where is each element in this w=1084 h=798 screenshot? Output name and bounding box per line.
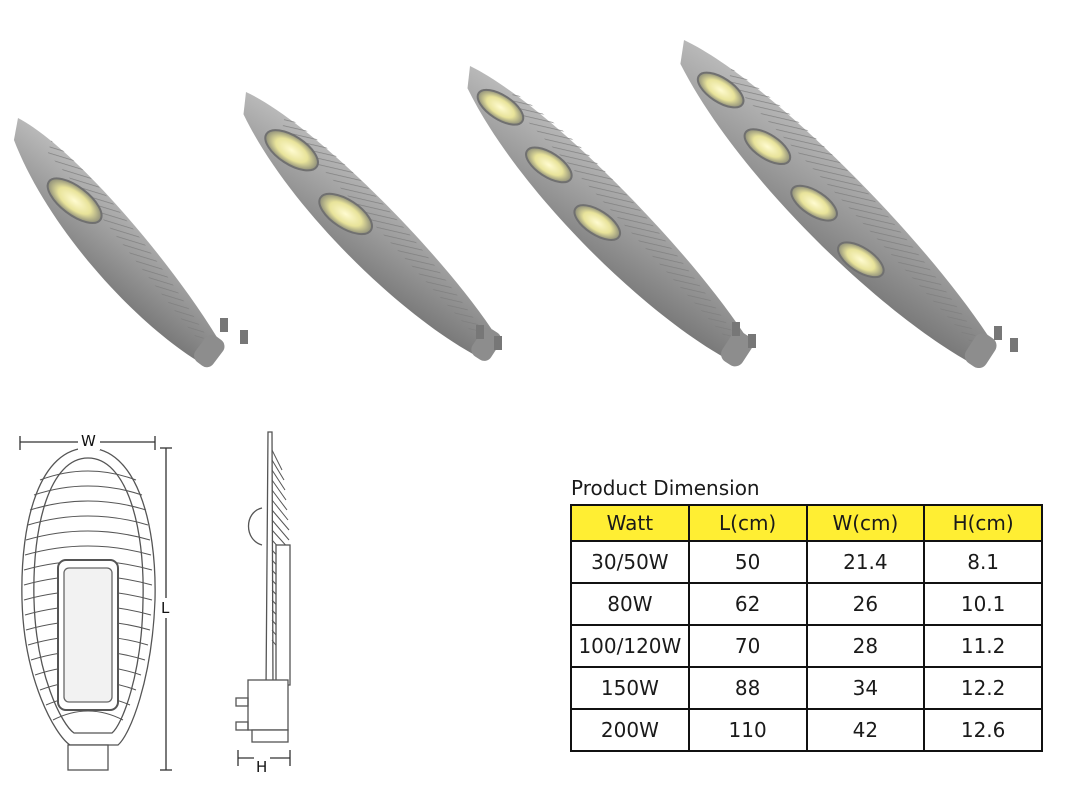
table-cell: 62 xyxy=(687,582,808,626)
table-cell: 10.1 xyxy=(923,582,1043,626)
table-cell: 80W xyxy=(570,582,690,626)
length-dimension-label: L xyxy=(161,599,170,617)
table-caption: Product Dimension xyxy=(571,476,760,500)
mount-bolt-icon xyxy=(748,334,756,348)
column-header-watt: Watt xyxy=(570,504,690,542)
street-light-3-led xyxy=(467,66,753,367)
table-cell: 8.1 xyxy=(923,540,1043,584)
table-cell: 150W xyxy=(570,666,690,710)
mount-bolt-icon xyxy=(494,336,502,350)
street-light-2-led xyxy=(243,92,502,361)
table-cell: 12.6 xyxy=(923,708,1043,752)
column-header-length: L(cm) xyxy=(687,504,808,542)
table-cell: 100/120W xyxy=(570,624,690,668)
table-row: 150W 88 34 12.2 xyxy=(570,666,1043,710)
mount-bolt-icon xyxy=(220,318,228,332)
mount-bolt-icon xyxy=(240,330,248,344)
table-cell: 42 xyxy=(805,708,926,752)
table-header-row: Watt L(cm) W(cm) H(cm) xyxy=(570,504,1043,542)
mount-bolt-icon xyxy=(476,325,484,339)
technical-drawings: W L H xyxy=(19,430,291,776)
street-light-4-led xyxy=(680,40,997,369)
table-cell: 21.4 xyxy=(805,540,926,584)
table-cell: 200W xyxy=(570,708,690,752)
table-cell: 34 xyxy=(805,666,926,710)
width-dimension-label: W xyxy=(81,432,96,450)
table-cell: 12.2 xyxy=(923,666,1043,710)
table-cell: 110 xyxy=(687,708,808,752)
product-dimension-table: Watt L(cm) W(cm) H(cm) 30/50W 50 21.4 8.… xyxy=(570,504,1043,752)
table-cell: 11.2 xyxy=(923,624,1043,668)
street-light-1-led xyxy=(13,118,225,368)
table-cell: 30/50W xyxy=(570,540,690,584)
table-row: 30/50W 50 21.4 8.1 xyxy=(570,540,1043,584)
street-light-product-images xyxy=(13,40,1018,369)
top-view-drawing xyxy=(19,436,172,771)
side-view-drawing xyxy=(235,431,291,766)
column-header-width: W(cm) xyxy=(805,504,926,542)
table-row: 100/120W 70 28 11.2 xyxy=(570,624,1043,668)
table-cell: 88 xyxy=(687,666,808,710)
table-cell: 50 xyxy=(687,540,808,584)
mount-bolt-icon xyxy=(994,326,1002,340)
height-dimension-label: H xyxy=(256,758,267,776)
mount-bolt-icon xyxy=(1010,338,1018,352)
table-cell: 28 xyxy=(805,624,926,668)
table-row: 200W 110 42 12.6 xyxy=(570,708,1043,752)
table-row: 80W 62 26 10.1 xyxy=(570,582,1043,626)
table-cell: 70 xyxy=(687,624,808,668)
column-header-height: H(cm) xyxy=(923,504,1043,542)
mount-bolt-icon xyxy=(732,322,740,336)
table-cell: 26 xyxy=(805,582,926,626)
